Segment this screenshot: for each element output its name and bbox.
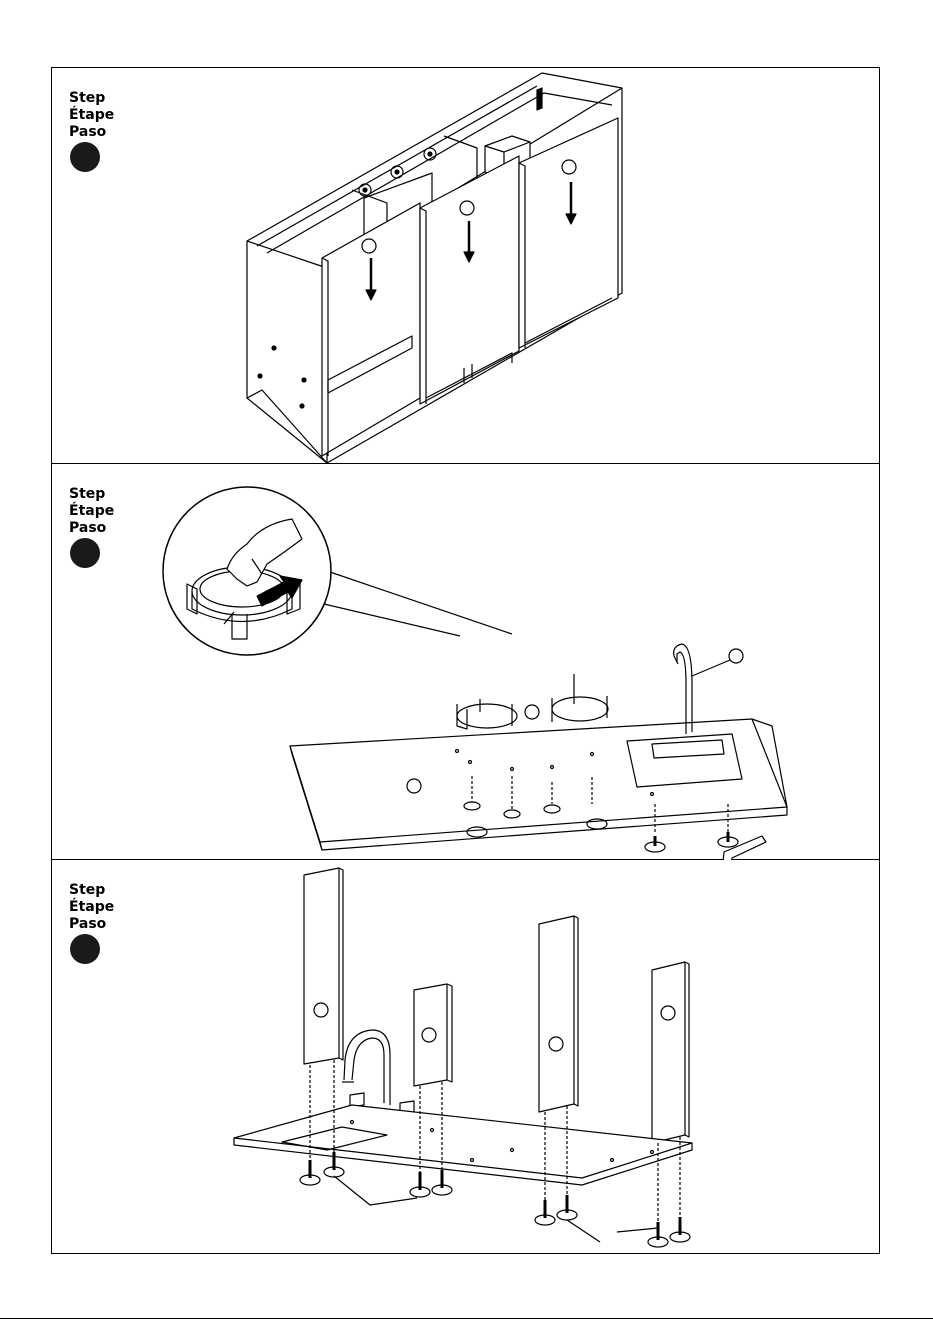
instruction-sheet: Step Étape Paso	[51, 67, 880, 1254]
cabinet-door-install-illustration	[52, 68, 881, 464]
step-panel-2: Step Étape Paso	[52, 464, 879, 860]
countertop-side-panels-illustration	[52, 860, 881, 1255]
step-panel-1: Step Étape Paso	[52, 68, 879, 464]
step-panel-3: Step Étape Paso	[52, 860, 879, 1255]
page-footer-rule	[0, 1318, 933, 1319]
countertop-faucet-illustration	[52, 464, 881, 860]
